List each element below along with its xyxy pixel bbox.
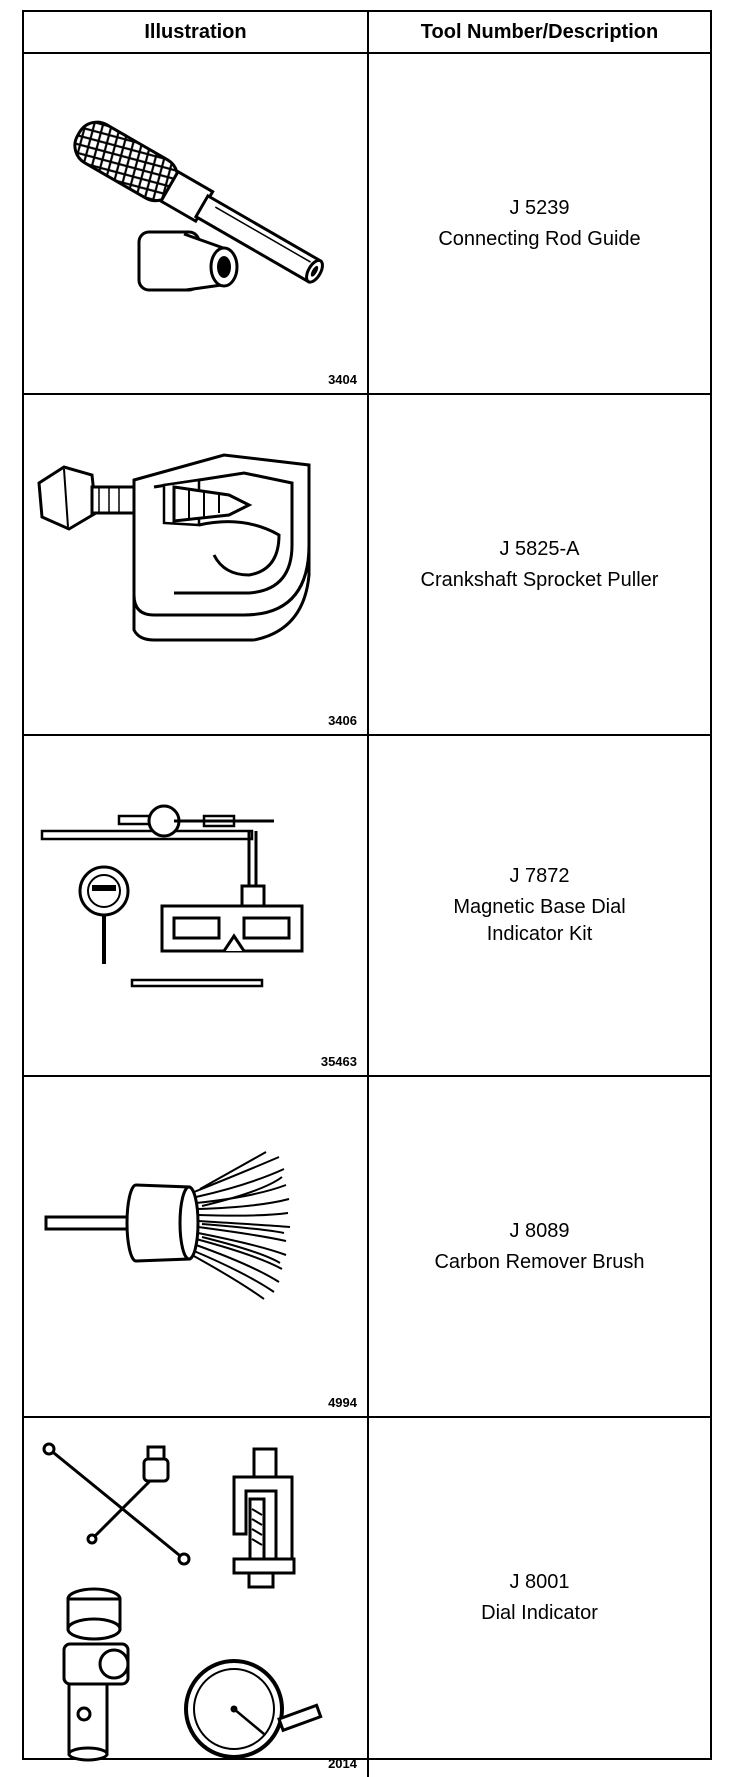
tool-description: Carbon Remover Brush <box>434 1250 645 1273</box>
sprocket-puller-icon <box>37 453 311 642</box>
table-row: 2014 J 8001 Dial Indicator <box>24 1418 710 1777</box>
description-cell: J 7872 Magnetic Base Dial Indicator Kit <box>369 736 710 1075</box>
illustration-cell: 4994 <box>24 1077 369 1416</box>
figure-number: 3406 <box>328 713 357 728</box>
dial-indicator-icon <box>42 1442 323 1762</box>
description-cell: J 8089 Carbon Remover Brush <box>369 1077 710 1416</box>
figure-number: 35463 <box>320 1054 357 1069</box>
tool-number: J 5825-A <box>499 537 580 560</box>
table-row: 3404 J 5239 Connecting Rod Guide <box>24 54 710 395</box>
header-illustration: Illustration <box>24 12 369 52</box>
tool-description: Magnetic Base Dial Indicator Kit <box>453 896 626 945</box>
tool-number: J 5239 <box>509 196 570 219</box>
illustration-cell: 2014 <box>24 1418 369 1777</box>
table-row: 3406 J 5825-A Crankshaft Sprocket Puller <box>24 395 710 736</box>
tool-table: Illustration Tool Number/Description <box>22 10 712 1777</box>
tool-number: J 8089 <box>509 1219 570 1242</box>
illustration-cell: 3406 <box>24 395 369 734</box>
table-row: 4994 J 8089 Carbon Remover Brush <box>24 1077 710 1418</box>
dial-indicator-kit-icon <box>40 804 304 988</box>
illustration-cell: 3404 <box>24 54 369 393</box>
header-description: Tool Number/Description <box>420 20 659 43</box>
tool-number: J 8001 <box>509 1570 570 1593</box>
table-row: 35463 J 7872 Magnetic Base Dial Indicato… <box>24 736 710 1077</box>
figure-number: 3404 <box>328 372 357 387</box>
description-cell: J 5239 Connecting Rod Guide <box>369 54 710 393</box>
table-header: Illustration Tool Number/Description <box>24 12 710 54</box>
wire-brush-icon <box>44 1151 291 1300</box>
description-cell: J 8001 Dial Indicator <box>369 1418 710 1777</box>
figure-number: 2014 <box>328 1756 357 1771</box>
tool-description: Crankshaft Sprocket Puller <box>420 568 659 591</box>
tool-description: Dial Indicator <box>481 1601 598 1624</box>
figure-number: 4994 <box>328 1395 357 1410</box>
tool-description: Connecting Rod Guide <box>438 227 641 250</box>
connecting-rod-guide-icon <box>73 120 324 292</box>
tool-number: J 7872 <box>509 865 570 887</box>
illustration-cell: 35463 <box>24 736 369 1075</box>
description-cell: J 5825-A Crankshaft Sprocket Puller <box>369 395 710 734</box>
